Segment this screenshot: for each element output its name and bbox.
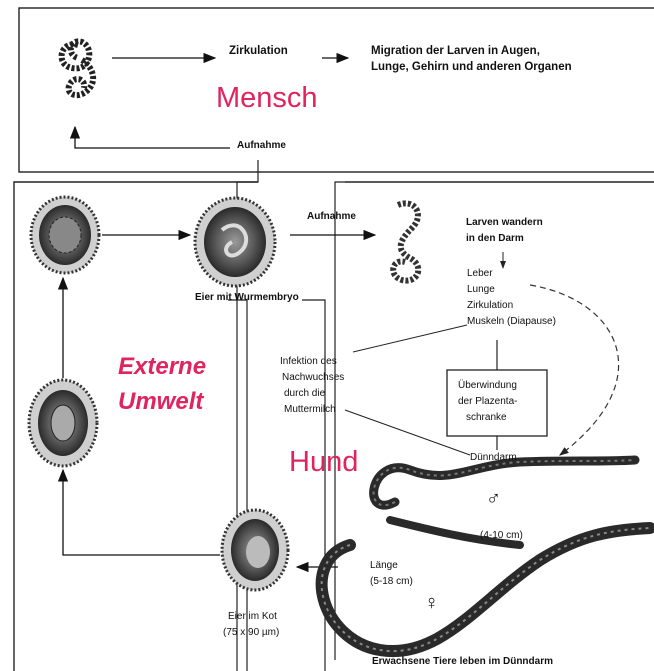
label-larven-line1: Larven wandern [466,217,543,228]
label-mensch: Mensch [216,82,318,115]
arrow-feces-to-egg3 [63,470,220,555]
label-larven-line2: in den Darm [466,233,524,244]
arrow-aufnahme-mensch [75,127,230,148]
label-lunge: Lunge [467,284,495,295]
label-aufnahme-top: Aufnahme [237,140,286,151]
label-aufnahme-mid: Aufnahme [307,211,356,222]
egg-developing [29,380,97,466]
label-laenge: Länge [370,560,398,571]
label-migration-line2: Lunge, Gehirn und anderen Organen [371,61,572,73]
label-male-size: (4-10 cm) [480,530,523,541]
female-worm [322,528,650,651]
label-ueberwindung-line1: Überwindung [458,380,517,391]
label-ueberwindung-line2: der Plazenta- [458,396,517,407]
egg-in-feces [222,510,288,590]
connector-double-3 [335,182,345,660]
label-ueberwindung-line3: schranke [466,412,507,423]
label-migration-line1: Migration der Larven in Augen, [371,45,540,57]
label-female-size: (5-18 cm) [370,576,413,587]
label-zirkulation-list: Zirkulation [467,300,513,311]
larva-hund [393,203,418,280]
label-infektion-line2: Nachwuchses [282,372,344,383]
female-symbol: ♀ [424,592,439,615]
larva-mensch [62,41,94,95]
label-erwachsene: Erwachsene Tiere leben im Dünndarm [372,656,553,667]
label-eier-kot-line1: Eier im Kot [228,611,277,622]
line-infection-top [353,325,467,352]
label-eier-wurmembryo: Eier mit Wurmembryo [195,292,299,303]
label-infektion-line1: Infektion des [280,356,337,367]
egg-unembryonated [31,197,99,273]
label-muskeln: Muskeln (Diapause) [467,316,556,327]
label-externe: Externe [118,353,206,381]
label-duenndarm: Dünndarm [470,452,517,463]
label-eier-kot-line2: (75 x 90 µm) [223,627,279,638]
label-infektion-line4: Muttermilch [284,404,336,415]
label-leber: Leber [467,268,493,279]
egg-with-embryo [195,198,275,286]
male-symbol: ♂ [486,488,501,511]
label-infektion-line3: durch die [284,388,325,399]
label-zirkulation: Zirkulation [229,45,288,57]
label-umwelt: Umwelt [118,388,203,416]
label-hund: Hund [289,446,358,479]
male-worm [374,460,635,505]
